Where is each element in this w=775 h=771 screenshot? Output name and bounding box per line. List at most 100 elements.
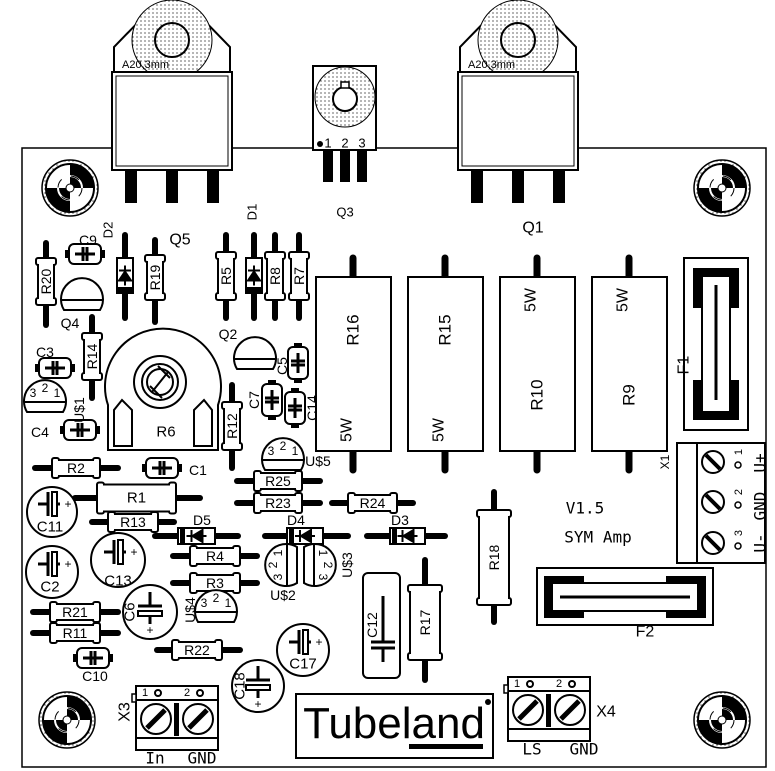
component-label: R5 xyxy=(218,267,234,285)
resistor-R20: R20 xyxy=(35,240,57,328)
component-label: D3 xyxy=(391,512,409,528)
capacitor-C11: +C11 xyxy=(26,486,78,538)
capacitor-C9: C9 xyxy=(65,232,105,265)
component-label: R9 xyxy=(620,384,639,406)
pin-number: 1 xyxy=(54,386,61,400)
mounting-hole-bottom-right xyxy=(693,691,751,749)
transistor-Q2: Q2 xyxy=(219,326,277,370)
component-label: R4 xyxy=(206,548,224,564)
pin-number: 2 xyxy=(733,489,745,495)
component-label: R11 xyxy=(63,625,88,641)
capacitor-C14: C14 xyxy=(284,388,320,428)
component-label: C7 xyxy=(246,391,262,409)
capacitor-C13: + C13 xyxy=(90,532,146,590)
signal-label: GND xyxy=(751,492,770,521)
pin-number: 1 xyxy=(514,678,520,690)
capacitor-C6: +C6 xyxy=(122,584,178,640)
component-label: Q4 xyxy=(61,315,80,331)
component-label: U$1 xyxy=(71,397,87,423)
plus-icon: + xyxy=(130,545,137,559)
component-label: R7 xyxy=(291,267,307,285)
signal-label: GND xyxy=(570,740,599,759)
component-label: R21 xyxy=(62,604,88,620)
component-label: C13 xyxy=(104,573,132,590)
resistor-R2: R2 xyxy=(32,457,121,479)
component-label: U$2 xyxy=(270,587,296,603)
component-label: D5 xyxy=(193,512,211,528)
component-label: R17 xyxy=(417,609,433,635)
capacitor-C4: C4 xyxy=(31,419,100,441)
power-rating: 5W xyxy=(431,417,448,442)
power-rating: 5W xyxy=(339,417,356,442)
component-label: R15 xyxy=(436,314,455,345)
component-label: C18 xyxy=(232,672,249,700)
capacitor-C2: + C2 xyxy=(25,545,79,599)
resistor-R18: R18 xyxy=(476,489,512,625)
capacitor-C1: C1 xyxy=(142,457,207,479)
component-label: C10 xyxy=(82,668,108,684)
pin-number: 2 xyxy=(266,561,280,568)
resistor-R3: R3 xyxy=(170,572,260,594)
power-resistor-2: R15 5W xyxy=(407,254,484,474)
pin-number: 2 xyxy=(341,136,348,151)
component-label: R24 xyxy=(360,495,386,511)
heatsink-note: A20,3mm xyxy=(468,59,515,71)
diode-D1: D1 xyxy=(245,204,263,321)
mounting-hole-top-right xyxy=(693,159,751,217)
component-label: R23 xyxy=(265,495,291,511)
diode-symbol-icon xyxy=(246,265,262,286)
resistor-R21: R21 xyxy=(30,601,121,623)
capacitor-C17: +C17 xyxy=(276,623,330,677)
resistor-R23: R23 xyxy=(234,492,323,514)
component-label: Q2 xyxy=(219,326,238,342)
component-label: R18 xyxy=(486,544,502,570)
pin-number: 2 xyxy=(556,678,562,690)
capacitor-C18: +C18 xyxy=(231,659,285,713)
pin-number: 1 xyxy=(316,550,330,557)
resistor-R25: R25 xyxy=(234,470,323,492)
component-label: C3 xyxy=(36,344,54,360)
plus-icon: + xyxy=(64,557,71,571)
component-label: D2 xyxy=(101,222,116,239)
pin-number: 3 xyxy=(733,530,745,536)
diode-symbol-icon xyxy=(295,528,315,544)
plus-icon: + xyxy=(146,623,153,637)
pin-number: 1 xyxy=(324,136,331,151)
signal-label: U- xyxy=(751,533,770,552)
pin-number: 2 xyxy=(321,562,335,569)
resistor-R1: R1 xyxy=(72,481,203,515)
component-label: R16 xyxy=(344,314,363,345)
component-label: R2 xyxy=(67,460,85,476)
power-resistor-1: R16 5W xyxy=(315,254,392,474)
signal-label: GND xyxy=(188,749,217,768)
pin-number: 3 xyxy=(316,574,330,581)
component-label: R13 xyxy=(120,514,146,530)
capacitor-C7: C7 xyxy=(246,380,283,420)
pin-number: 1 xyxy=(271,549,285,556)
component-label: R20 xyxy=(38,268,54,294)
component-label: R3 xyxy=(206,575,224,591)
transistor-Q4: Q4 xyxy=(60,277,104,331)
pin-number: 3 xyxy=(358,136,365,151)
diode-D5: D5 xyxy=(152,512,241,545)
plus-icon: + xyxy=(315,635,322,649)
resistor-R7: R7 xyxy=(288,232,310,321)
power-rating: 5W xyxy=(523,287,540,312)
diode-symbol-icon xyxy=(186,528,207,544)
pin-number: 3 xyxy=(201,596,208,610)
resistor-R5: R5 xyxy=(215,232,237,321)
signal-label: U+ xyxy=(751,453,770,472)
component-label: R14 xyxy=(84,343,100,369)
component-label: C2 xyxy=(40,579,59,596)
component-label: D1 xyxy=(245,204,260,221)
